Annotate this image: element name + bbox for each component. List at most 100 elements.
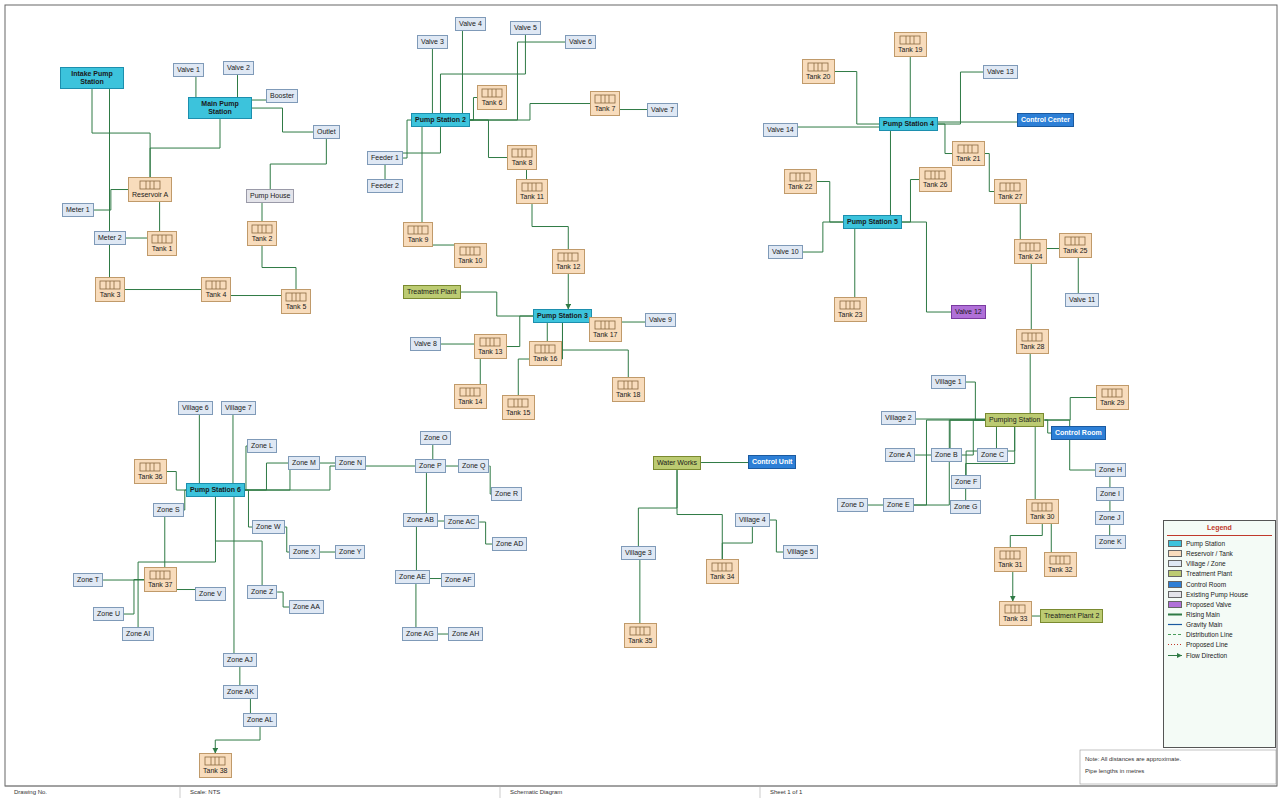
- tank-symbol: [1064, 236, 1086, 246]
- pump-station-box: Pump Station 3: [533, 309, 592, 323]
- node-label: Meter 2: [98, 234, 122, 242]
- tank-symbol: [534, 344, 556, 354]
- location-box: Zone I: [1096, 487, 1124, 501]
- reservoir-box: Tank 36: [134, 459, 167, 484]
- location-box: Zone Q: [458, 459, 489, 473]
- pipe-connector: [462, 31, 463, 113]
- location-box: Valve 4: [455, 17, 486, 31]
- pipe-connector: [622, 322, 645, 323]
- node-label: Tank 36: [138, 473, 163, 481]
- node-label: Valve 5: [514, 24, 537, 32]
- pipe-connector: [167, 472, 186, 491]
- border-line: [5, 5, 1277, 786]
- note-box: [1080, 750, 1276, 784]
- location-box: Village 2: [881, 411, 916, 425]
- tank-symbol: [1031, 502, 1053, 512]
- location-box: Zone U: [93, 607, 124, 621]
- reservoir-box: Tank 9: [403, 222, 433, 247]
- location-box: Village 5: [783, 545, 818, 559]
- node-label: Zone H: [1099, 466, 1122, 474]
- tank-symbol: [204, 756, 226, 766]
- node-label: Zone P: [419, 462, 442, 470]
- reservoir-box: Tank 38: [199, 753, 232, 778]
- node-label: Main Pump Station: [192, 100, 248, 116]
- node-label: Valve 4: [459, 20, 482, 28]
- node-label: Tank 15: [506, 409, 531, 417]
- pipe-connector: [817, 182, 843, 223]
- pipe-connector: [440, 35, 525, 113]
- node-label: Tank 16: [533, 355, 558, 363]
- node-label: Zone AC: [448, 518, 475, 526]
- node-label: Pump Station 3: [537, 312, 588, 320]
- node-label: Zone T: [77, 576, 99, 584]
- node-label: Valve 6: [569, 38, 592, 46]
- tank-symbol: [481, 88, 503, 98]
- pipe-connector: [1109, 501, 1110, 511]
- location-box: Valve 13: [983, 65, 1018, 79]
- reservoir-box: Tank 23: [834, 297, 867, 322]
- reservoir-box: Tank 2: [247, 221, 277, 246]
- pipe-connector: [1051, 524, 1052, 552]
- pipe-connector: [1012, 572, 1013, 601]
- pipe-connector: [252, 108, 313, 132]
- pipe-connector: [470, 120, 507, 157]
- legend-text: Distribution Line: [1186, 631, 1233, 638]
- node-label: Zone K: [1099, 538, 1122, 546]
- node-label: Pumping Station: [989, 416, 1040, 424]
- control-box: Control Unit: [748, 455, 796, 469]
- location-box: Village 3: [621, 546, 656, 560]
- node-label: Control Room: [1055, 429, 1102, 437]
- pipe-connector: [245, 490, 252, 527]
- node-label: Tank 3: [99, 291, 121, 299]
- node-label: Tank 25: [1063, 247, 1088, 255]
- location-box: Zone V: [195, 587, 226, 601]
- node-label: Zone AF: [445, 576, 471, 584]
- pipe-connector: [92, 89, 150, 177]
- pump-station-box: Pump Station 4: [879, 117, 938, 131]
- pipe-connector: [438, 634, 448, 635]
- node-label: Tank 30: [1030, 513, 1055, 521]
- location-box: Zone L: [247, 439, 277, 453]
- pipe-connector: [677, 470, 722, 559]
- pump-station-box: Intake Pump Station: [60, 67, 124, 89]
- node-label: Valve 11: [1069, 296, 1095, 304]
- tank-symbol: [251, 224, 273, 234]
- pipe-connector: [966, 427, 1015, 500]
- pipe-connector: [701, 462, 748, 463]
- location-box: Meter 2: [94, 231, 126, 245]
- pipe-connector: [262, 203, 263, 221]
- node-label: Zone AH: [452, 630, 479, 638]
- pipe-connector: [480, 359, 481, 384]
- pipe-connector: [639, 560, 640, 623]
- node-label: Village 5: [787, 548, 814, 556]
- legend-box: Pump StationReservoir / TankVillage / Zo…: [1163, 520, 1276, 748]
- reservoir-box: Tank 11: [516, 179, 548, 204]
- pipe-connector: [125, 289, 201, 290]
- pump-house-box: Pump House: [246, 189, 294, 203]
- reservoir-box: Tank 3: [95, 277, 125, 302]
- pipe-connector: [252, 100, 266, 101]
- node-label: Control Center: [1021, 116, 1070, 124]
- location-box: Zone F: [951, 475, 981, 489]
- location-box: Valve 1: [173, 63, 204, 77]
- node-label: Tank 19: [898, 46, 923, 54]
- location-box: Zone K: [1095, 535, 1126, 549]
- tank-symbol: [1021, 332, 1043, 342]
- pipe-connector: [433, 245, 454, 246]
- node-label: Zone U: [97, 610, 120, 618]
- pipe-connector: [722, 527, 752, 559]
- tank-symbol: [924, 170, 946, 180]
- node-label: Zone AE: [399, 573, 426, 581]
- pipe-connector: [215, 497, 262, 585]
- legend-swatch: [1168, 550, 1182, 557]
- reservoir-box: Tank 26: [919, 167, 952, 192]
- pipe-connector: [415, 584, 416, 627]
- pipe-connector: [938, 124, 952, 153]
- node-label: Valve 9: [649, 316, 672, 324]
- tank-symbol: [1049, 555, 1071, 565]
- legend-swatch: [1168, 581, 1182, 588]
- pipe-connector: [1109, 525, 1110, 535]
- tank-symbol: [459, 387, 481, 397]
- pipe-connector: [94, 190, 128, 211]
- node-label: Zone M: [292, 459, 316, 467]
